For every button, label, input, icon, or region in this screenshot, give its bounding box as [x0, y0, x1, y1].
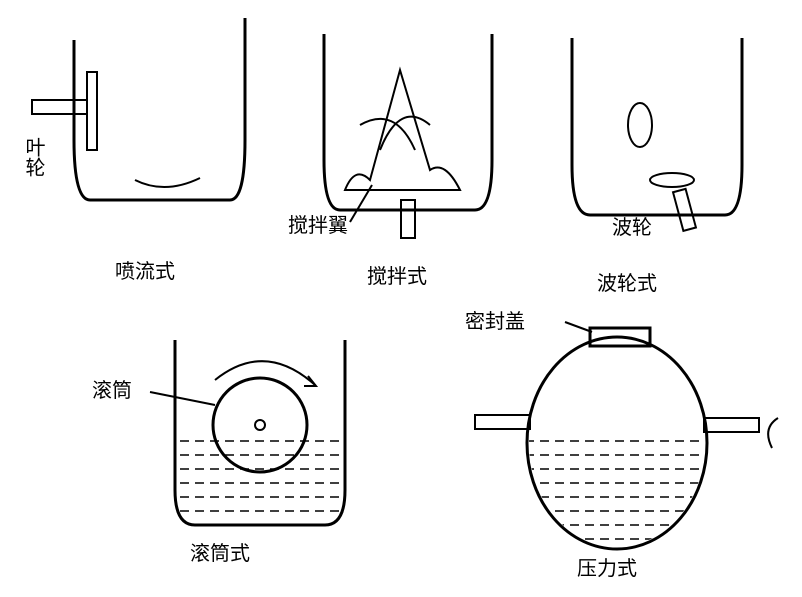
tub [322, 34, 494, 212]
title-pulsator: 波轮式 [597, 271, 657, 295]
shaft [671, 187, 698, 233]
pulsator-type-diagram: 波轮 波轮式 [570, 38, 744, 295]
title-drum: 滚筒式 [190, 541, 250, 565]
right-pipe [703, 417, 760, 433]
agitator-type-diagram: 搅拌翼 搅拌式 [288, 34, 494, 288]
title-pressure: 压力式 [577, 556, 637, 580]
label-drum: 滚筒 [92, 378, 132, 402]
shaft [400, 199, 416, 239]
label-pulsator: 波轮 [612, 215, 652, 239]
drum-type-diagram: 滚筒 滚筒式 [92, 340, 347, 565]
shaft [31, 99, 88, 115]
sealed-lid [588, 326, 652, 348]
pressure-type-diagram: 密封盖 压力式 [465, 309, 779, 580]
tub [570, 38, 744, 217]
tub [173, 340, 347, 527]
drum [211, 376, 309, 474]
label-sealed-lid: 密封盖 [465, 309, 525, 333]
label-impeller: 叶轮 [22, 137, 46, 177]
label-agitator-blade: 搅拌翼 [288, 213, 348, 237]
left-pipe [474, 414, 531, 430]
tub [72, 18, 247, 202]
jet-type-diagram: 叶轮 喷流式 [22, 18, 247, 283]
title-jet: 喷流式 [115, 259, 175, 283]
agitator [343, 66, 462, 191]
title-agitator: 搅拌式 [367, 264, 427, 288]
pulsator [649, 172, 695, 188]
impeller [86, 71, 98, 151]
vessel [525, 335, 709, 551]
